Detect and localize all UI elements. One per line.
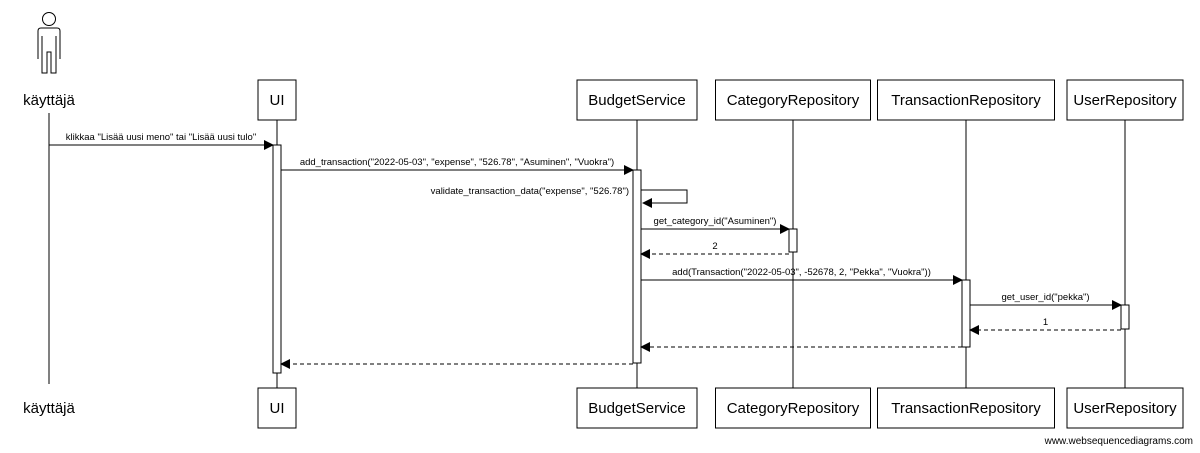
- participant-box-ui-bottom: [257, 387, 297, 429]
- participant-box-category-bottom: [715, 387, 871, 429]
- message-label-1: klikkaa "Lisää uusi meno" tai "Lisää uus…: [66, 132, 256, 143]
- participant-label-userrepo-bottom: UserRepository: [1073, 400, 1177, 417]
- watermark-text: www.websequencediagrams.com: [1044, 436, 1193, 447]
- participant-box-transaction-bottom: [877, 387, 1055, 429]
- message-label-7: get_user_id("pekka"): [1001, 292, 1089, 303]
- activation-bar-budget: [632, 169, 642, 364]
- message-label-5: 2: [712, 241, 717, 252]
- participant-box-ui-top: [257, 79, 297, 121]
- participant-label-budget-top: BudgetService: [588, 92, 686, 109]
- participant-label-budget-bottom: BudgetService: [588, 400, 686, 417]
- participant-label-user-top: käyttäjä: [23, 92, 75, 109]
- participant-label-ui-bottom: UI: [270, 400, 285, 417]
- message-label-2: add_transaction("2022-05-03", "expense",…: [300, 157, 614, 168]
- activation-bar-transaction: [961, 279, 971, 348]
- message-arrow-3: [641, 189, 688, 208]
- participant-label-userrepo-top: UserRepository: [1073, 92, 1177, 109]
- activation-bar-userrepo: [1120, 304, 1130, 330]
- participant-box-budget-top: [576, 79, 698, 121]
- participant-box-userrepo-bottom: [1066, 387, 1184, 429]
- user-actor-icon: [37, 12, 61, 74]
- message-label-6: add(Transaction("2022-05-03", -52678, 2,…: [672, 267, 931, 278]
- participant-label-transaction-bottom: TransactionRepository: [891, 400, 1041, 417]
- participant-label-user-bottom: käyttäjä: [23, 400, 75, 417]
- participant-box-transaction-top: [877, 79, 1055, 121]
- participant-box-userrepo-top: [1066, 79, 1184, 121]
- participant-label-category-top: CategoryRepository: [727, 92, 860, 109]
- participant-box-category-top: [715, 79, 871, 121]
- participant-label-ui-top: UI: [270, 92, 285, 109]
- activation-bar-category: [788, 228, 798, 253]
- participant-label-category-bottom: CategoryRepository: [727, 400, 860, 417]
- message-label-3: validate_transaction_data("expense", "52…: [431, 186, 629, 197]
- activation-bar-ui: [272, 144, 282, 374]
- message-label-8: 1: [1043, 317, 1048, 328]
- message-label-4: get_category_id("Asuminen"): [654, 216, 777, 227]
- participant-box-budget-bottom: [576, 387, 698, 429]
- participant-label-transaction-top: TransactionRepository: [891, 92, 1041, 109]
